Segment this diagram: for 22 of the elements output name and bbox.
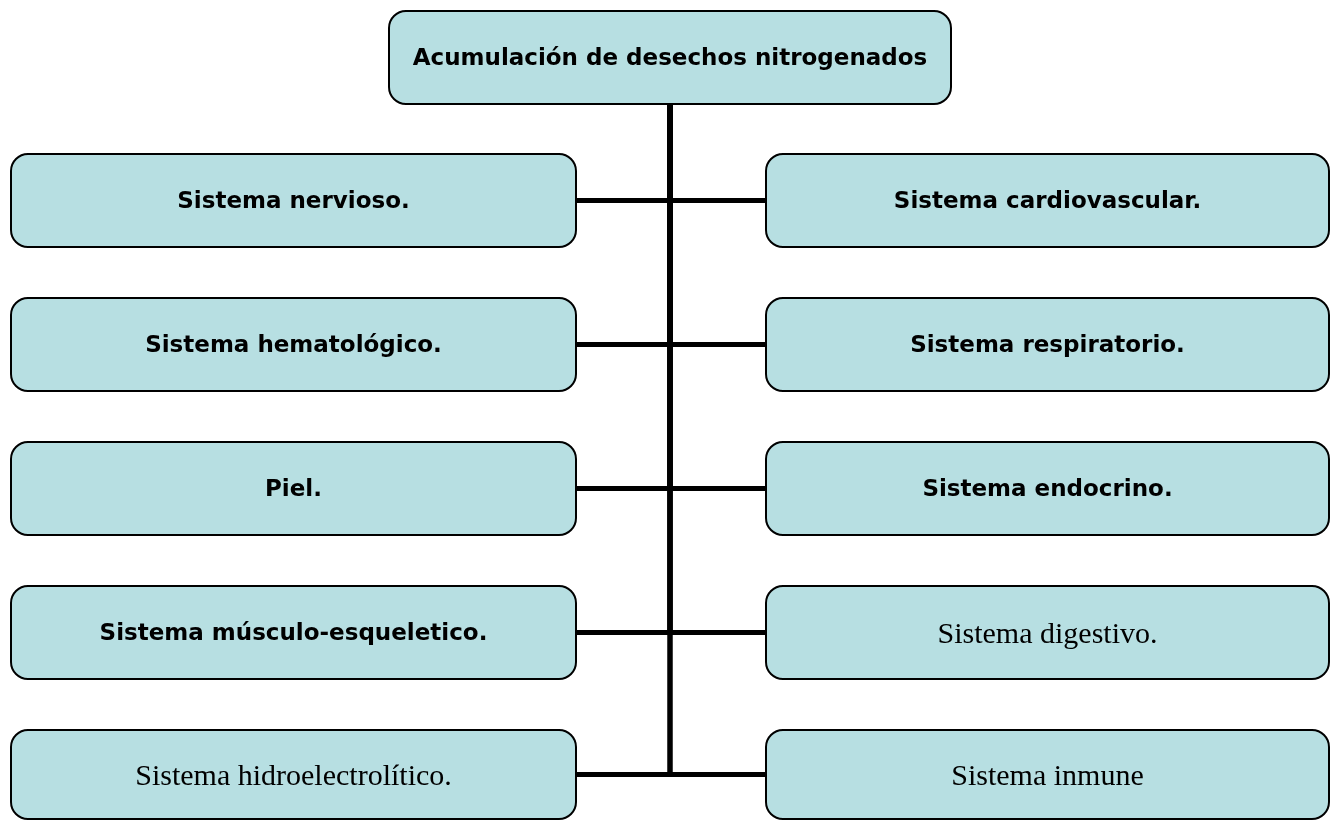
box-label: Sistema digestivo. [937, 614, 1158, 651]
box-label: Sistema nervioso. [177, 185, 410, 215]
box-label: Acumulación de desechos nitrogenados [412, 42, 928, 72]
system-box [10, 585, 577, 680]
system-box [10, 297, 577, 392]
system-box [10, 729, 577, 820]
box-label: Sistema respiratorio. [910, 329, 1185, 359]
system-box [765, 729, 1330, 820]
system-box [10, 441, 577, 536]
box-label: Sistema músculo-esqueletico. [99, 617, 488, 647]
system-box [765, 585, 1330, 680]
box-label: Piel. [265, 473, 322, 503]
box-label: Sistema hidroelectrolítico. [135, 756, 452, 793]
system-box [765, 297, 1330, 392]
system-box [765, 441, 1330, 536]
system-box [765, 153, 1330, 248]
box-label: Sistema inmune [951, 756, 1144, 793]
system-box [10, 153, 577, 248]
box-label: Sistema cardiovascular. [893, 185, 1202, 215]
box-label: Sistema hematológico. [145, 329, 442, 359]
system-box [388, 10, 952, 105]
box-label: Sistema endocrino. [922, 473, 1173, 503]
